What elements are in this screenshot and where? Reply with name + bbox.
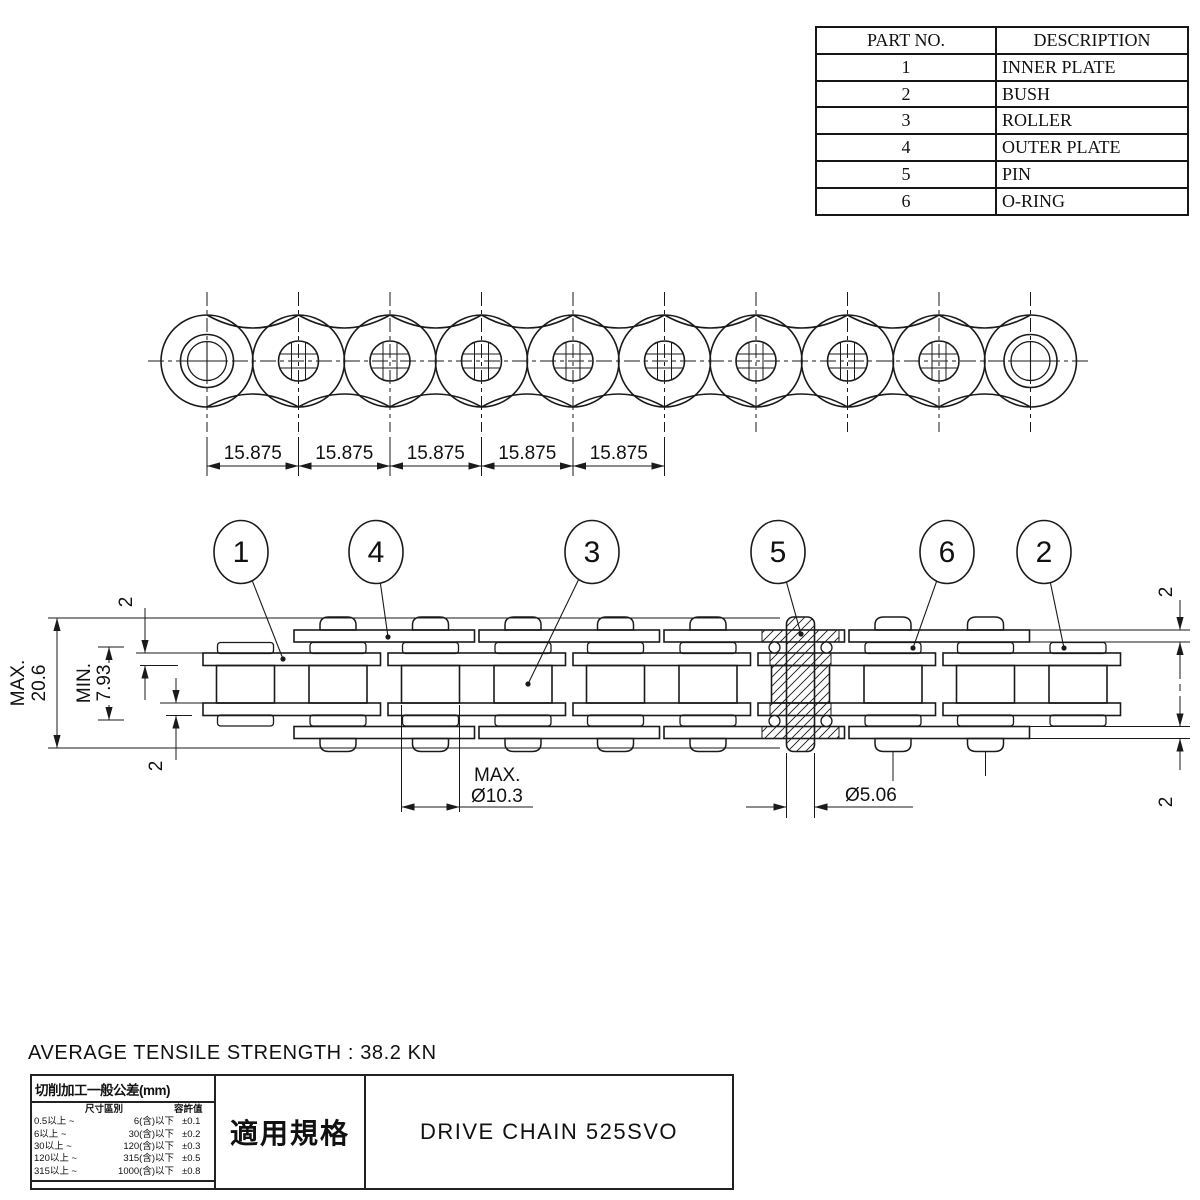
callout-bubble	[348, 519, 404, 585]
roller-dia-label: MAX.	[474, 765, 520, 786]
callout-bubble	[213, 519, 269, 585]
parts-table-header-description: DESCRIPTION	[1033, 30, 1151, 50]
tolerance-row: 120以上 ~ 315(含)以下 ±0.5	[34, 1153, 212, 1165]
tolerance-cell: ±0.5	[182, 1153, 201, 1165]
callout-bubbles: 1 4 3 5 6 2	[213, 519, 1072, 687]
inner-width-value: 7.93	[94, 665, 115, 702]
top-view	[148, 292, 1092, 432]
overall-width-label: MAX.	[8, 660, 29, 706]
tolerance-cell: ±0.1	[182, 1116, 201, 1128]
tolerance-cell: 315(含)以下	[123, 1153, 174, 1165]
overall-width-value: 20.6	[29, 665, 50, 702]
plate-thickness-label: 2	[1156, 587, 1177, 598]
tolerance-cell: 6以上 ~	[34, 1128, 67, 1140]
tolerance-table-body: 尺寸區別 容許值 0.5以上 ~ 6(含)以下 ±0.1 6以上 ~ 30(含)以下 ±0…	[32, 1103, 214, 1183]
inner-width-label: MIN.	[74, 663, 95, 703]
callout-bubble	[750, 519, 806, 585]
tolerance-cell: 120(含)以下	[123, 1141, 174, 1153]
plate-thickness-label: 2	[146, 761, 167, 772]
o-ring-section	[820, 641, 833, 654]
callout-bubble	[1016, 519, 1072, 585]
callout-bubble	[919, 519, 975, 585]
o-ring-section	[768, 641, 781, 654]
tolerance-cell: 1000(含)以下	[118, 1165, 174, 1177]
tolerance-cell: 0.5以上 ~	[34, 1116, 75, 1128]
part-number: 4	[817, 135, 997, 160]
callout-number: 3	[584, 536, 601, 569]
plate-thickness-label: 2	[116, 597, 137, 608]
pitch-dimension-label: 15.875	[590, 443, 648, 464]
o-ring-section	[820, 714, 833, 728]
part-number: 6	[817, 188, 997, 214]
o-ring-section	[768, 714, 781, 728]
tolerance-cell: ±0.3	[182, 1141, 201, 1153]
part-description: INNER PLATE	[1002, 56, 1116, 77]
callout-number: 4	[368, 536, 385, 569]
tolerance-value-header: 容許值	[174, 1104, 203, 1115]
tolerance-cell: 6(含)以下	[133, 1116, 174, 1128]
tolerance-row: 6以上 ~ 30(含)以下 ±0.2	[34, 1129, 212, 1141]
pitch-dimension-label: 15.875	[407, 443, 465, 464]
tolerance-row: 315以上 ~ 1000(含)以下 ±0.8	[34, 1166, 212, 1178]
tolerance-row: 30以上 ~ 120(含)以下 ±0.3	[34, 1141, 212, 1153]
plan-view	[202, 616, 1122, 781]
part-number: 2	[817, 81, 997, 107]
parts-table-header: PART NO. DESCRIPTION	[817, 28, 1187, 53]
pin-dia-value: Ø5.06	[845, 785, 897, 806]
roller-dia-value: Ø10.3	[471, 786, 523, 807]
callout-number: 5	[770, 536, 787, 569]
callout-number: 2	[1036, 536, 1053, 569]
spec-value-cell: DRIVE CHAIN 525SVO	[419, 1119, 679, 1144]
tolerance-range-header: 尺寸區別	[84, 1104, 123, 1115]
pitch-dimension-label: 15.875	[224, 443, 282, 464]
spec-label-cell: 適用規格	[216, 1076, 366, 1188]
tolerance-cell: ±0.2	[182, 1128, 201, 1140]
part-description: O-RING	[1002, 190, 1065, 211]
tolerance-table-title: 切削加工一般公差(mm)	[32, 1076, 214, 1103]
callout-number: 1	[233, 536, 250, 569]
callout-bubble	[564, 519, 620, 585]
part-number: 5	[817, 161, 997, 187]
tolerance-cell: 120以上 ~	[34, 1153, 78, 1165]
pitch-dimension-label: 15.875	[498, 443, 556, 464]
pitch-dimension-label: 15.875	[315, 443, 373, 464]
parts-table-header-partno: PART NO.	[817, 28, 997, 53]
tolerance-row: 0.5以上 ~ 6(含)以下 ±0.1	[34, 1116, 212, 1128]
part-number: 3	[817, 108, 997, 134]
part-description: BUSH	[1002, 83, 1051, 104]
part-description: ROLLER	[1002, 110, 1072, 131]
tensile-strength-note: AVERAGE TENSILE STRENGTH : 38.2 KN	[28, 1042, 437, 1064]
part-description: PIN	[1002, 163, 1032, 184]
tolerance-table-header: 尺寸區別 容許值	[34, 1104, 212, 1116]
callout-number: 6	[939, 536, 956, 569]
plate-thickness-label: 2	[1156, 797, 1177, 808]
tolerance-cell: 30(含)以下	[128, 1128, 174, 1140]
part-description: OUTER PLATE	[1002, 137, 1121, 158]
tolerance-cell: ±0.8	[182, 1165, 201, 1177]
tolerance-cell: 315以上 ~	[34, 1165, 78, 1177]
tolerance-cell: 30以上 ~	[34, 1141, 72, 1153]
part-number: 1	[817, 54, 997, 80]
